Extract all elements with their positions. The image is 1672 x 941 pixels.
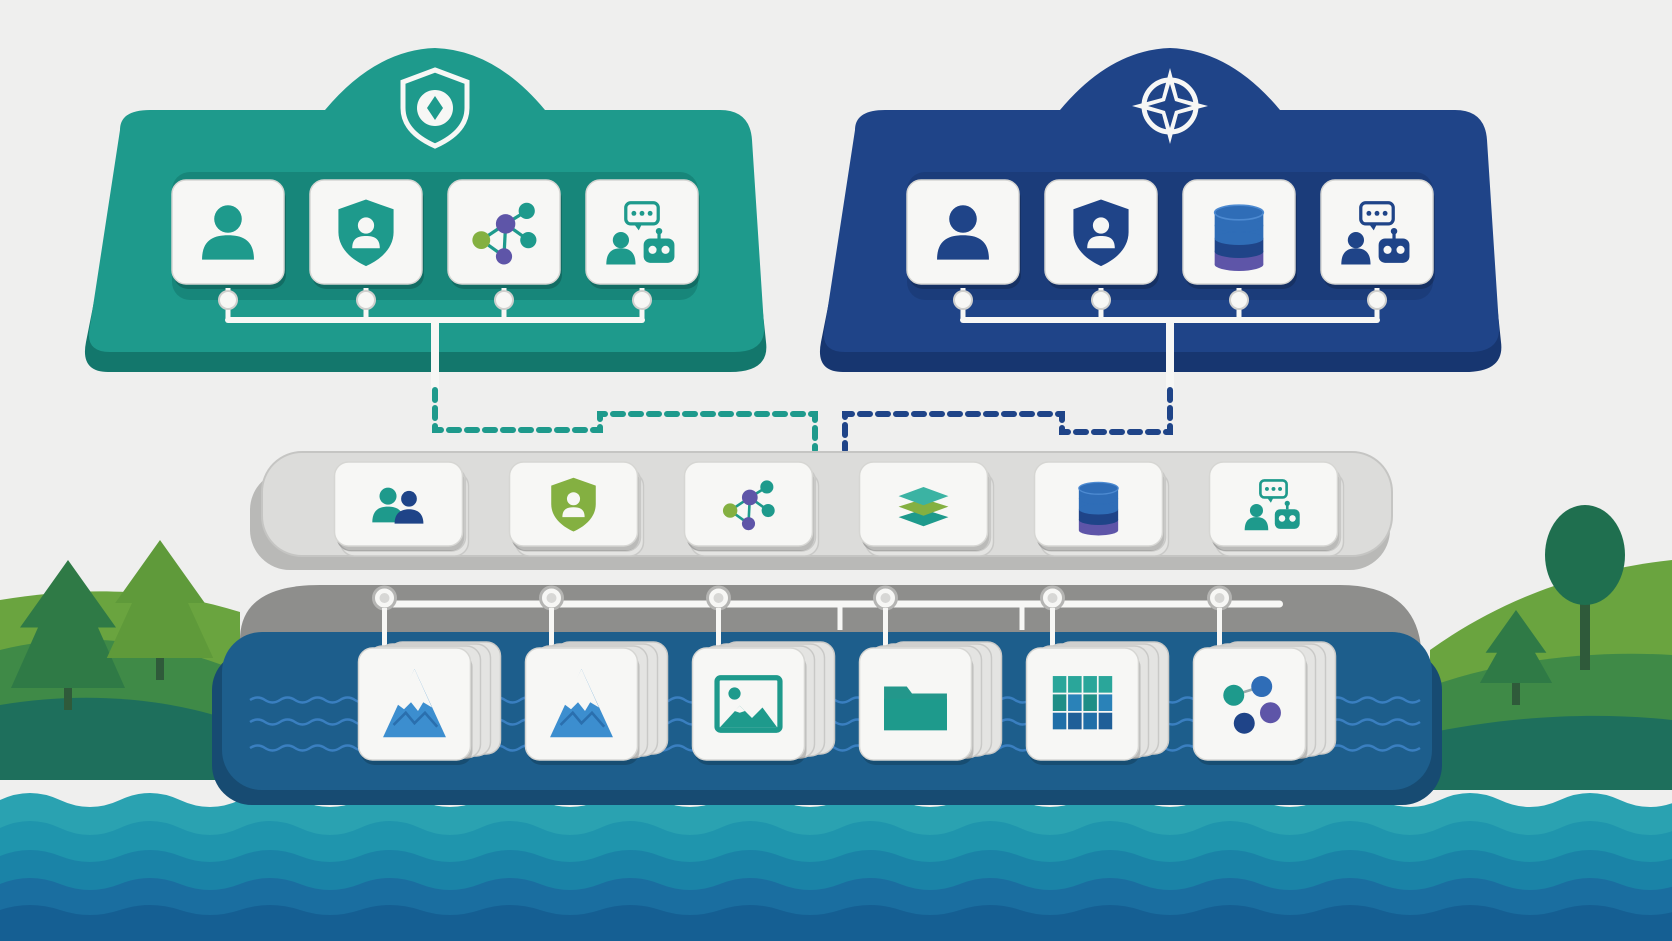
image-icon <box>714 675 783 733</box>
user-icon <box>937 205 989 260</box>
group-inner-card <box>172 172 698 300</box>
pine-tree-1 <box>11 560 125 710</box>
lake-tile-image-icon <box>691 641 836 765</box>
mountain-icon <box>550 669 613 738</box>
hill-left-front <box>0 697 230 780</box>
chatbot-icon <box>606 201 675 265</box>
lake-band-panel <box>212 585 1442 805</box>
shield-icon <box>400 67 470 149</box>
mountain-icon <box>383 669 446 738</box>
right-group-panel <box>819 48 1502 390</box>
round-tree <box>1545 505 1625 670</box>
group-inner-card <box>907 172 1433 300</box>
middle-tile-network-graph-icon <box>683 461 820 557</box>
lake-tile-grid-table-icon <box>1025 641 1170 765</box>
water-waves <box>0 793 1672 941</box>
chatbot-icon <box>1244 479 1300 531</box>
network-graph-icon <box>472 202 537 265</box>
lake-tile-mountain-icon <box>357 641 502 765</box>
database-icon <box>1213 204 1265 271</box>
connector-lines <box>432 387 1173 453</box>
group-connector-bus <box>218 288 652 390</box>
middle-tile-layers-icon <box>858 461 995 557</box>
left-group-panel <box>84 48 767 390</box>
dashed-link-left <box>432 387 818 453</box>
landscape-background <box>0 505 1672 941</box>
lake-connector-rail <box>372 585 1283 650</box>
shield-user-icon <box>338 199 394 267</box>
database-icon <box>1078 481 1119 536</box>
circles-cluster-icon <box>1223 676 1281 734</box>
middle-tile-shield-user-icon <box>508 461 645 557</box>
middle-band-panel <box>250 451 1393 570</box>
group-tile-shield-user-icon <box>309 179 424 289</box>
lake-tile-circles-cluster-icon <box>1192 641 1337 765</box>
group-tile-user-icon <box>171 179 286 289</box>
shield-user-icon <box>1073 199 1129 267</box>
pine-tree-3 <box>1479 610 1553 705</box>
users-group-icon <box>372 487 424 524</box>
middle-tile-users-group-icon <box>333 461 470 557</box>
group-tile-chatbot-icon <box>1320 179 1435 289</box>
network-graph-icon <box>722 480 775 531</box>
user-icon <box>202 205 254 260</box>
hill-right-front <box>1420 715 1672 790</box>
chatbot-icon <box>1341 201 1410 265</box>
pine-tree-2 <box>106 540 214 680</box>
group-tile-chatbot-icon <box>585 179 700 289</box>
lake-tile-folder-icon <box>858 641 1003 765</box>
folder-icon <box>884 686 947 731</box>
dashed-link-right <box>842 387 1173 453</box>
middle-tile-chatbot-icon <box>1208 461 1345 557</box>
grid-table-icon <box>1052 676 1113 730</box>
shield-user-icon <box>551 477 596 532</box>
middle-tile-database-icon <box>1033 461 1170 557</box>
group-tile-shield-user-icon <box>1044 179 1159 289</box>
lake-tile-mountain-icon <box>524 641 669 765</box>
group-connector-bus <box>953 288 1387 390</box>
group-tile-network-graph-icon <box>447 179 562 289</box>
group-tile-database-icon <box>1182 179 1297 289</box>
group-tile-user-icon <box>906 179 1021 289</box>
compass-star-icon <box>1132 68 1208 144</box>
